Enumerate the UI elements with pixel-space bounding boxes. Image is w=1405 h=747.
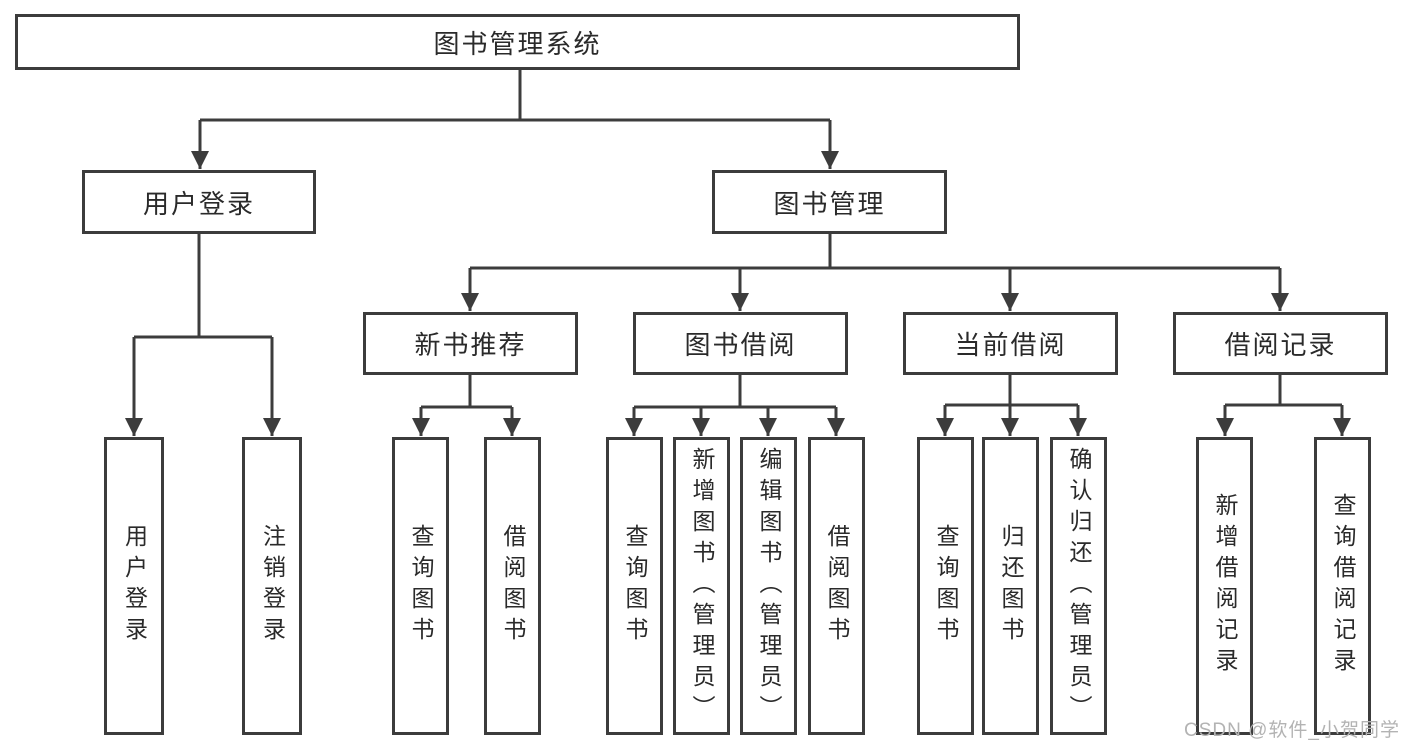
leaf-label: 借阅图书 (824, 524, 850, 648)
leaf-query-borrow-record: 查询借阅记录 (1314, 437, 1371, 735)
csdn-watermark: CSDN @软件_小贺同学 (1184, 720, 1400, 741)
node-label: 图书管理系统 (433, 28, 602, 59)
leaf-label: 确认归还（管理员） (1066, 446, 1092, 726)
leaf-borrow-books-1: 借阅图书 (484, 437, 541, 735)
node-label: 图书管理 (773, 188, 886, 219)
leaf-confirm-return-admin: 确认归还（管理员） (1050, 437, 1107, 735)
leaf-borrow-books-2: 借阅图书 (808, 437, 865, 735)
node-label: 用户登录 (142, 188, 255, 219)
leaf-query-books-2: 查询图书 (606, 437, 663, 735)
node-user-login: 用户登录 (82, 170, 316, 234)
leaf-edit-books-admin: 编辑图书（管理员） (740, 437, 797, 735)
leaf-query-books-1: 查询图书 (392, 437, 449, 735)
leaf-label: 查询借阅记录 (1330, 493, 1356, 679)
leaf-label: 注销登录 (259, 524, 286, 648)
node-label: 借阅记录 (1224, 330, 1337, 360)
leaf-add-books-admin: 新增图书（管理员） (673, 437, 730, 735)
node-borrowing-records: 借阅记录 (1173, 312, 1388, 375)
leaf-user-login: 用户登录 (104, 437, 164, 735)
leaf-label: 借阅图书 (500, 524, 526, 648)
leaf-return-books: 归还图书 (982, 437, 1039, 735)
leaf-label: 用户登录 (121, 524, 148, 648)
node-label: 当前借阅 (954, 330, 1067, 360)
node-book-borrowing: 图书借阅 (633, 312, 848, 375)
leaf-label: 查询图书 (622, 524, 648, 648)
node-new-book-recommendation: 新书推荐 (363, 312, 578, 375)
node-book-management: 图书管理 (712, 170, 947, 234)
leaf-label: 新增借阅记录 (1212, 493, 1238, 679)
node-library-management-system: 图书管理系统 (15, 14, 1020, 70)
leaf-label: 查询图书 (408, 524, 434, 648)
leaf-logout: 注销登录 (242, 437, 302, 735)
node-label: 图书借阅 (684, 330, 797, 360)
leaf-label: 编辑图书（管理员） (756, 446, 782, 726)
leaf-label: 查询图书 (933, 524, 959, 648)
leaf-label: 归还图书 (998, 524, 1024, 648)
leaf-query-books-3: 查询图书 (917, 437, 974, 735)
leaf-add-borrow-record: 新增借阅记录 (1196, 437, 1253, 735)
node-current-borrowing: 当前借阅 (903, 312, 1118, 375)
node-label: 新书推荐 (414, 330, 527, 360)
leaf-label: 新增图书（管理员） (689, 446, 715, 726)
